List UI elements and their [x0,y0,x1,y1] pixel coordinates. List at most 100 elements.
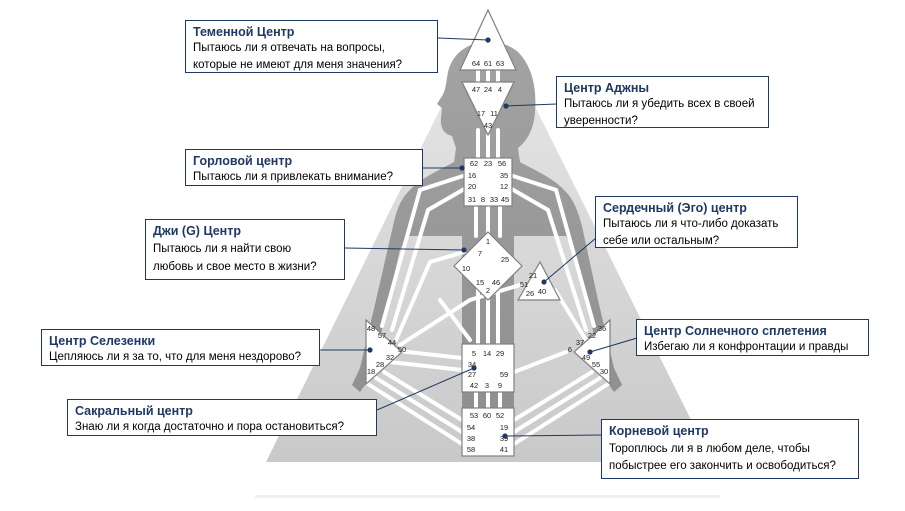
callout-title: Центр Селезенки [49,334,156,348]
throat-center [463,157,513,207]
gate-number: 45 [501,195,509,204]
gate-number: 51 [520,280,528,289]
gate-number: 60 [483,411,491,420]
gate-number: 11 [490,109,498,118]
gate-number: 12 [500,182,508,191]
gate-number: 16 [468,171,476,180]
gate-number: 3 [485,381,489,390]
gate-number: 61 [484,59,492,68]
gate-number: 42 [470,381,478,390]
gate-number: 25 [501,255,509,264]
sacral-center [461,343,515,393]
gate-number: 33 [490,195,498,204]
gate-number: 37 [576,338,584,347]
callout-throat-center: Горловой центр Пытаюсь ли я привлекать в… [185,149,423,186]
gate-number: 4 [498,85,502,94]
callout-text: Избегаю ли я конфронтации и правды [644,341,849,353]
callout-text: побыстрее его закончить и освободиться? [609,460,836,472]
gate-number: 32 [386,353,394,362]
gate-number: 7 [478,249,482,258]
gate-number: 52 [496,411,504,420]
bottom-divider [255,495,720,498]
g-center [453,231,523,301]
callout-text: уверенности? [564,115,638,127]
gate-number: 19 [500,423,508,432]
gate-number: 14 [483,349,491,358]
gate-number: 36 [598,324,606,333]
callout-text: Знаю ли я когда достаточно и пора остано… [75,421,344,433]
callout-text: Тороплюсь ли я в любом деле, чтобы [609,443,810,455]
root-center [461,407,515,457]
callout-title: Джи (G) Центр [153,224,241,238]
leader-dots [367,37,593,439]
gate-number: 18 [367,367,375,376]
gate-number: 10 [462,264,470,273]
gate-number: 48 [367,324,375,333]
gate-number: 47 [472,85,480,94]
gate-number: 22 [588,331,596,340]
callout-text: Пытаюсь ли я найти свою [153,243,292,255]
ajna-center [461,81,515,137]
gate-number: 41 [500,445,508,454]
callout-spleen-center: Центр Селезенки Цепляюсь ли я за то, что… [41,329,320,366]
gate-number: 64 [472,59,480,68]
gate-number: 5 [472,349,476,358]
callout-title: Корневой центр [609,424,709,438]
spleen-center [365,318,403,386]
gate-number: 9 [498,381,502,390]
callout-title: Сердечный (Эго) центр [603,201,747,215]
gate-number: 21 [529,271,537,280]
gate-number: 30 [600,367,608,376]
gate-number: 59 [500,370,508,379]
gate-number: 17 [477,109,485,118]
gate-number: 15 [476,278,484,287]
leader-lines [320,37,638,437]
gate-number: 28 [376,360,384,369]
callout-title: Сакральный центр [75,404,193,418]
callout-ego-center: Сердечный (Эго) центр Пытаюсь ли я что-л… [595,196,798,248]
gate-number: 50 [398,345,406,354]
gate-number: 49 [582,353,590,362]
callout-solar-plexus-center: Центр Солнечного сплетения Избегаю ли я … [636,319,869,356]
gate-number: 34 [468,360,476,369]
gate-number: 39 [500,434,508,443]
callout-sacral-center: Сакральный центр Знаю ли я когда достато… [67,399,377,436]
callout-title: Теменной Центр [193,25,295,39]
gate-number: 46 [492,278,500,287]
gate-number: 26 [526,289,534,298]
gate-number: 43 [484,121,492,130]
callout-head-center: Теменной Центр Пытаюсь ли я отвечать на … [185,20,438,73]
gate-number: 40 [538,287,546,296]
gate-number: 24 [484,85,492,94]
gate-number: 27 [468,370,476,379]
gate-number: 38 [467,434,475,443]
gate-number: 62 [470,159,478,168]
gate-numbers: 64 61 63 47 24 4 17 11 43 62 23 56 16 20… [367,59,608,454]
gate-number: 63 [496,59,504,68]
callout-text: Пытаюсь ли я отвечать на вопросы, [193,42,385,54]
callout-title: Центр Солнечного сплетения [644,324,827,338]
gate-number: 20 [468,182,476,191]
gate-number: 58 [467,445,475,454]
gate-number: 23 [484,159,492,168]
gate-number: 31 [468,195,476,204]
gate-number: 29 [496,349,504,358]
callout-text: любовь и свое место в жизни? [153,261,317,273]
callout-text: себе или остальным? [603,235,720,247]
gate-number: 35 [500,171,508,180]
callout-text: Пытаюсь ли я что-либо доказать [603,218,779,230]
callout-text: которые не имеют для меня значения? [193,59,403,71]
gate-number: 1 [486,237,490,246]
gate-number: 44 [388,338,396,347]
callout-g-center: Джи (G) Центр Пытаюсь ли я найти свою лю… [145,219,345,280]
gate-number: 6 [568,345,572,354]
gate-number: 2 [486,286,490,295]
gate-number: 56 [498,159,506,168]
callout-text: Цепляюсь ли я за то, что для меня нездор… [49,351,301,363]
callout-text: Пытаюсь ли я привлекать внимание? [193,171,394,183]
gate-number: 8 [481,195,485,204]
callout-root-center: Корневой центр Тороплюсь ли я в любом де… [601,419,859,479]
callout-text: Пытаюсь ли я убедить всех в своей [564,98,755,110]
